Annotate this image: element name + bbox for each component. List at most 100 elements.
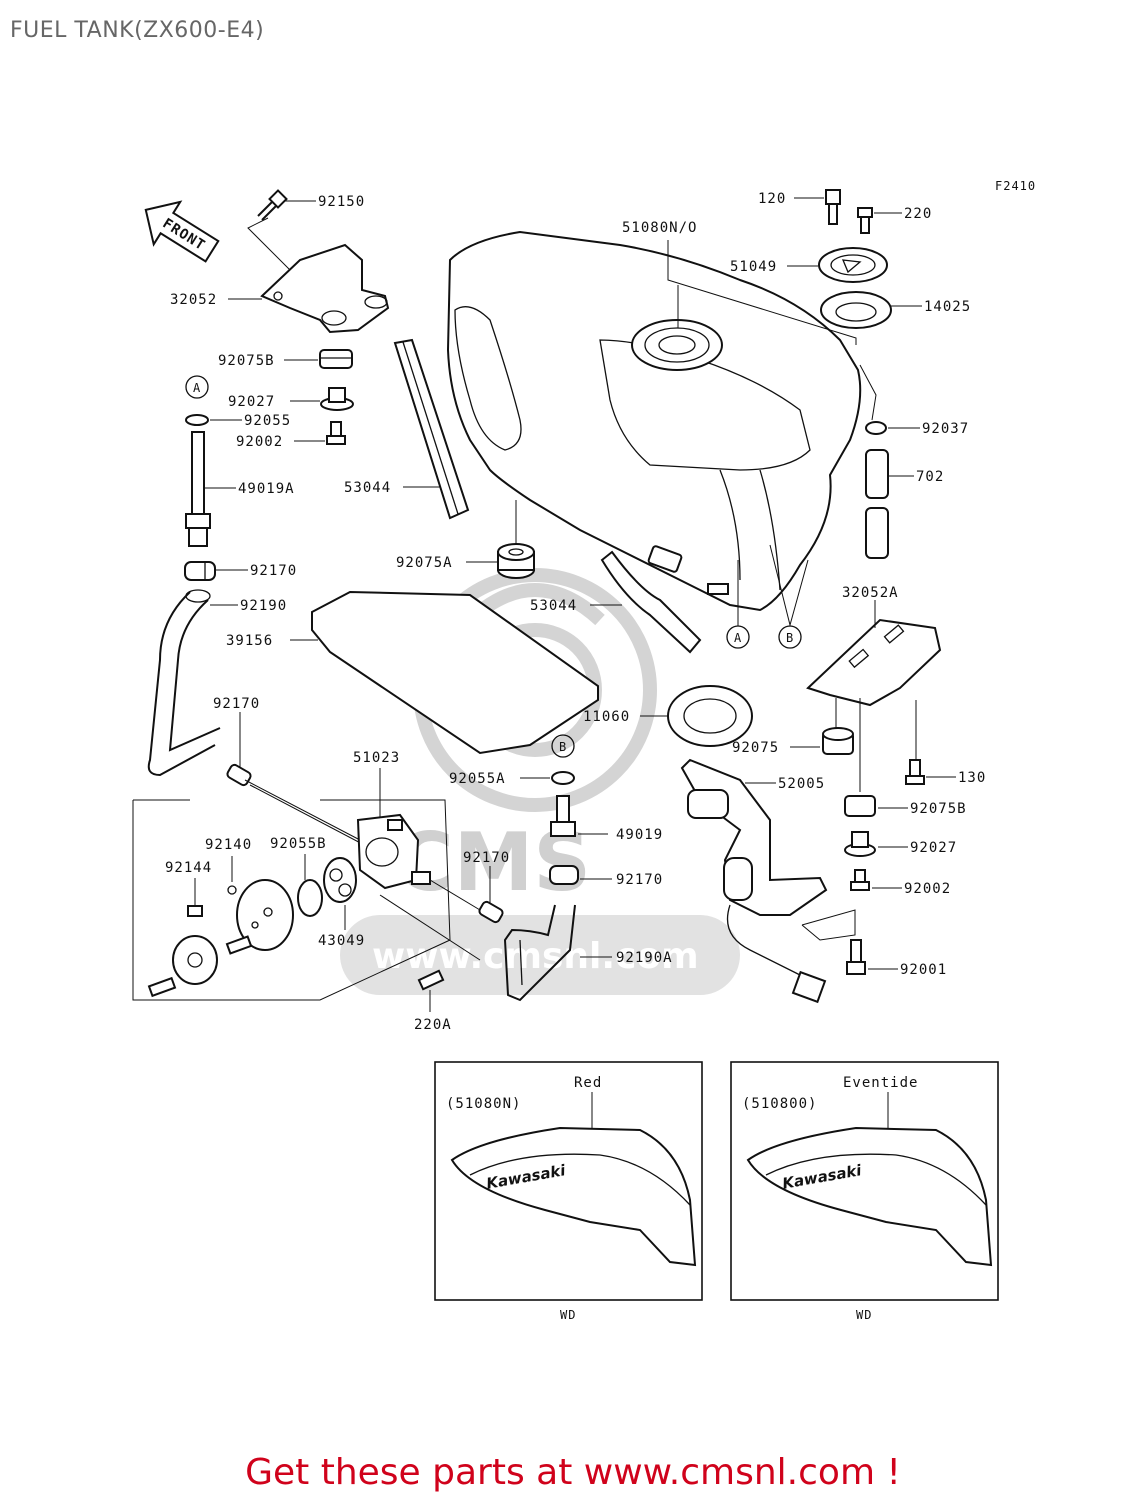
label-92075: 92075 bbox=[732, 740, 779, 756]
variant-1-footer: WD bbox=[560, 1308, 576, 1322]
label-92001: 92001 bbox=[900, 962, 947, 978]
label-49019A: 49019A bbox=[238, 481, 295, 497]
label-220: 220 bbox=[904, 206, 932, 222]
callout-b-center bbox=[551, 734, 575, 758]
callout-a-tank bbox=[726, 625, 750, 649]
label-51023: 51023 bbox=[353, 750, 400, 766]
grommet-92075B bbox=[319, 349, 353, 369]
label-92140: 92140 bbox=[205, 837, 252, 853]
label-92190: 92190 bbox=[240, 598, 287, 614]
gasket-14025 bbox=[820, 291, 892, 329]
label-92002: 92002 bbox=[236, 434, 283, 450]
screw-220 bbox=[857, 207, 873, 234]
label-49019: 49019 bbox=[616, 827, 663, 843]
fitting-49019 bbox=[550, 795, 576, 837]
label-92037: 92037 bbox=[922, 421, 969, 437]
label-92150: 92150 bbox=[318, 194, 365, 210]
variant-1-color: Red bbox=[574, 1075, 602, 1091]
label-92144: 92144 bbox=[165, 860, 212, 876]
clamp-92170-bottom bbox=[549, 865, 579, 885]
label-92075A: 92075A bbox=[396, 555, 453, 571]
hose-92190 bbox=[147, 589, 221, 777]
variant-box-2: (510800) Eventide Kawasaki WD bbox=[730, 1061, 999, 1322]
label-39156: 39156 bbox=[226, 633, 273, 649]
damper-53044-bottom bbox=[600, 550, 702, 654]
bracket-32052 bbox=[260, 243, 390, 334]
label-53044-top: 53044 bbox=[344, 480, 391, 496]
callout-b-tank-text: B bbox=[786, 631, 794, 645]
callout-b-center-text: B bbox=[559, 740, 567, 754]
label-32052: 32052 bbox=[170, 292, 217, 308]
label-130: 130 bbox=[958, 770, 986, 786]
diaphragm bbox=[236, 879, 294, 951]
label-52005: 52005 bbox=[778, 776, 825, 792]
grommet-92075 bbox=[822, 727, 854, 755]
label-32052A: 32052A bbox=[842, 585, 899, 601]
label-43049: 43049 bbox=[318, 933, 365, 949]
grommet-92075B-right bbox=[844, 795, 876, 817]
spring-92144 bbox=[187, 905, 203, 917]
collar-92027 bbox=[320, 387, 354, 411]
clamp-92170-mid bbox=[226, 763, 252, 787]
label-702: 702 bbox=[916, 469, 944, 485]
gasket-11060 bbox=[667, 685, 753, 747]
callout-a-left bbox=[185, 375, 209, 399]
collar-92027-right bbox=[844, 831, 876, 857]
hose-92190A bbox=[503, 904, 576, 1002]
callout-b-tank bbox=[778, 625, 802, 649]
bolt-92150 bbox=[257, 189, 288, 221]
clip-92037 bbox=[865, 421, 887, 435]
label-92055A: 92055A bbox=[449, 771, 506, 787]
label-92002-right: 92002 bbox=[904, 881, 951, 897]
damper-53044-top bbox=[393, 338, 470, 520]
bolt-92001 bbox=[846, 939, 866, 975]
callout-a-tank-text: A bbox=[734, 631, 742, 645]
variant-2-code: (510800) bbox=[742, 1096, 817, 1112]
label-51080: 51080N/O bbox=[622, 220, 697, 236]
screw-cover-1 bbox=[225, 935, 253, 955]
cover-plate bbox=[172, 935, 218, 985]
label-14025: 14025 bbox=[924, 299, 971, 315]
parts-diagram: CMS www.cmsnl.com F2410 FRONT 92150 3205… bbox=[132, 179, 1035, 1322]
variant-1-code: (51080N) bbox=[446, 1096, 521, 1112]
gasket-43049 bbox=[323, 857, 357, 903]
variant-2-color: Eventide bbox=[843, 1075, 918, 1091]
label-120: 120 bbox=[758, 191, 786, 207]
oring-92055B bbox=[297, 879, 323, 917]
screw-cover-2 bbox=[147, 976, 177, 998]
bolt-92002 bbox=[326, 421, 346, 445]
page-title: FUEL TANK(ZX600-E4) bbox=[10, 18, 265, 43]
bolt-92002-right bbox=[850, 869, 870, 891]
label-53044-bottom: 53044 bbox=[530, 598, 577, 614]
bolt-130 bbox=[905, 759, 925, 785]
label-92170-mid: 92170 bbox=[213, 696, 260, 712]
label-92027: 92027 bbox=[228, 394, 275, 410]
clamp-92170-right bbox=[478, 900, 504, 924]
fuel-pump-52005 bbox=[680, 758, 828, 1004]
bolt-120 bbox=[825, 189, 841, 225]
label-92027-right: 92027 bbox=[910, 840, 957, 856]
watermark-url: www.cmsnl.com bbox=[372, 936, 699, 977]
grommet-92075A bbox=[497, 543, 535, 579]
callout-a-left-text: A bbox=[193, 381, 201, 395]
variant-box-1: (51080N) Red Kawasaki WD bbox=[434, 1061, 703, 1322]
label-92055B: 92055B bbox=[270, 836, 327, 852]
label-220A: 220A bbox=[414, 1017, 452, 1033]
label-92190A: 92190A bbox=[616, 950, 673, 966]
front-arrow-icon: FRONT bbox=[144, 200, 220, 263]
watermark: CMS www.cmsnl.com bbox=[340, 568, 740, 995]
label-11060: 11060 bbox=[583, 709, 630, 725]
fitting-49019A bbox=[185, 431, 211, 547]
footer-link[interactable]: Get these parts at www.cmsnl.com ! bbox=[245, 1452, 901, 1493]
label-92075B: 92075B bbox=[218, 353, 275, 369]
label-92170-right: 92170 bbox=[463, 850, 510, 866]
cap-51049 bbox=[818, 247, 888, 283]
pad-39156 bbox=[311, 590, 599, 755]
screw-220A bbox=[417, 969, 445, 991]
label-92170-top: 92170 bbox=[250, 563, 297, 579]
hose-702 bbox=[865, 449, 889, 559]
bracket-32052A bbox=[806, 618, 942, 707]
label-92075B-right: 92075B bbox=[910, 801, 967, 817]
fuel-tank-51080 bbox=[446, 230, 862, 612]
ball-92140 bbox=[227, 885, 237, 895]
